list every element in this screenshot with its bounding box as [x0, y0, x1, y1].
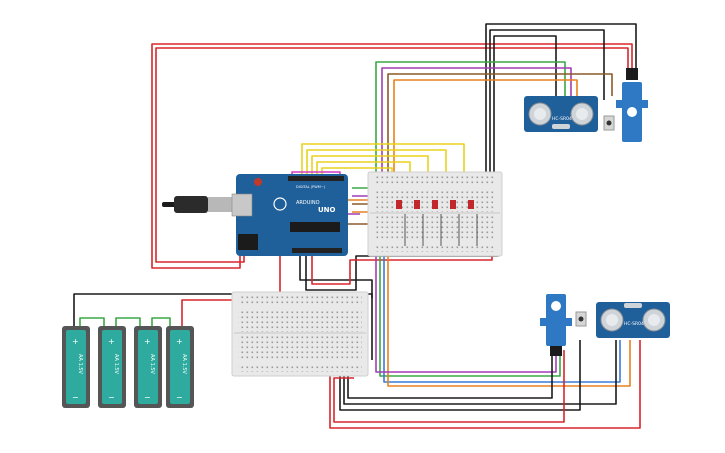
wire-battery-red [181, 299, 236, 326]
battery-label: AA 1.5V [77, 354, 83, 375]
led [450, 200, 456, 209]
usb-cable [162, 196, 234, 213]
wire-red-outer-2 [155, 47, 629, 263]
wire-battery-green-2 [115, 317, 141, 326]
arduino-uno-board[interactable]: ARDUINO UNO DIGITAL (PWM~) [231, 174, 348, 256]
arduino-brand-label: UNO [318, 206, 336, 214]
battery-cell[interactable]: + AA 1.5V − [166, 326, 194, 408]
wire-black-top-2 [489, 29, 605, 176]
battery-plus: + [108, 337, 115, 346]
push-button-bottom[interactable] [575, 311, 587, 327]
wire-blue-bottom [383, 232, 621, 383]
reset-button[interactable] [254, 178, 262, 186]
ultrasonic-sensor-bottom[interactable]: HC-SR04 [596, 302, 670, 338]
wire-yellow-3 [311, 155, 429, 180]
servo-bottom[interactable] [540, 294, 572, 356]
battery-plus: + [72, 337, 79, 346]
analog-header [292, 248, 342, 253]
atmega-chip [290, 222, 340, 232]
wire-red-outer [151, 43, 633, 269]
led [432, 200, 438, 209]
battery-label: AA 1.5V [113, 354, 119, 375]
led [396, 200, 402, 209]
wire-yellow-1 [301, 143, 465, 180]
wire-battery-green-3 [151, 317, 171, 326]
sensor-bottom-label: HC-SR04 [624, 321, 644, 327]
battery-minus: − [72, 393, 79, 402]
servo-top[interactable] [616, 68, 648, 142]
battery-plus: + [176, 337, 183, 346]
push-button-top[interactable] [603, 115, 615, 131]
battery-label: AA 1.5V [181, 354, 187, 375]
led [468, 200, 474, 209]
battery-cell[interactable]: + AA 1.5V − [134, 326, 162, 408]
breadboard-top[interactable] [367, 171, 503, 257]
wire-red-b2 [333, 350, 565, 423]
usb-port [231, 193, 253, 217]
wire-green-bottom [379, 232, 561, 377]
wire-orange-bottom [387, 232, 631, 387]
wire-yellow-4 [316, 161, 411, 180]
battery-cell[interactable]: + AA 1.5V − [98, 326, 126, 408]
breadboard-bottom[interactable] [231, 291, 369, 377]
wires [73, 23, 641, 429]
ultrasonic-sensor-top[interactable]: HC-SR04 [524, 96, 598, 132]
battery-plus: + [144, 337, 151, 346]
digital-header [288, 176, 344, 181]
battery-minus: − [144, 393, 151, 402]
wire-battery-green-1 [79, 317, 105, 326]
wire-black-lower [299, 248, 373, 298]
power-jack [238, 234, 258, 250]
arduino-logo-icon [273, 197, 287, 211]
battery-minus: − [108, 393, 115, 402]
sensor-top-label: HC-SR04 [552, 116, 572, 122]
wire-black-b3 [347, 350, 553, 399]
resistor-row [404, 214, 478, 246]
wire-red-vcc [311, 240, 493, 285]
battery-minus: − [176, 393, 183, 402]
wire-black-top-3 [493, 35, 557, 176]
arduino-model-label: ARDUINO [296, 200, 320, 206]
led-row [396, 200, 474, 209]
wire-black-top-1 [485, 23, 637, 176]
wire-purple-bottom [375, 232, 557, 373]
led [414, 200, 420, 209]
battery-cell[interactable]: + AA 1.5V − [62, 326, 90, 408]
battery-label: AA 1.5V [149, 354, 155, 375]
wire-yellow-2 [306, 149, 447, 180]
battery-pack: + AA 1.5V − + AA 1.5V − + AA 1.5V − + AA… [62, 326, 194, 408]
digital-header-label: DIGITAL (PWM~) [296, 185, 326, 189]
wire-battery-black [73, 293, 237, 326]
